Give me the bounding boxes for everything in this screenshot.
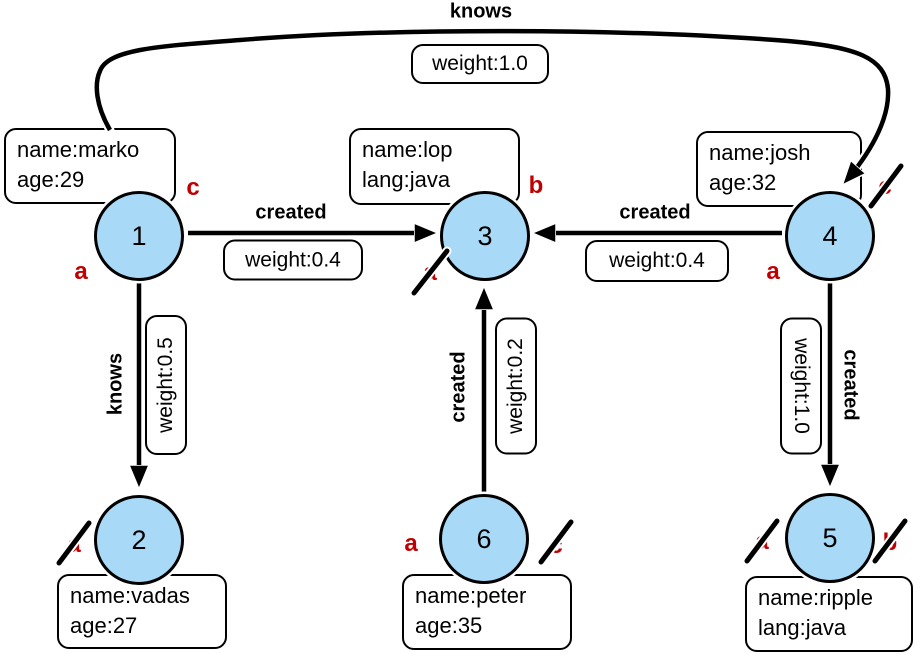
property-box-vertex-5: name:ripple lang:java bbox=[745, 576, 913, 652]
step-label-c-vertex-1: c bbox=[186, 174, 200, 201]
edge-weight-4-3: weight:0.4 bbox=[585, 240, 729, 282]
property-line: age:35 bbox=[415, 613, 483, 638]
property-line: name:lop bbox=[362, 137, 453, 162]
vertex-id: 6 bbox=[476, 523, 492, 554]
step-label-b-vertex-5: b bbox=[882, 529, 898, 556]
property-line: name:peter bbox=[415, 583, 527, 608]
vertex-id: 4 bbox=[822, 220, 838, 251]
property-line: name:josh bbox=[709, 140, 811, 165]
edge-weight-6-3: weight:0.2 bbox=[495, 317, 537, 455]
step-label-c-vertex-4: c bbox=[878, 173, 892, 200]
vertex-id: 3 bbox=[477, 220, 493, 251]
property-box-vertex-2: name:vadas age:27 bbox=[57, 574, 227, 649]
edge-label-knows-1-4: knows bbox=[449, 0, 513, 23]
step-label-b-vertex-3: b bbox=[528, 172, 544, 199]
step-label-a-vertex-4: a bbox=[766, 258, 780, 285]
property-box-vertex-6: name:peter age:35 bbox=[402, 574, 572, 650]
property-line: age:27 bbox=[70, 613, 138, 638]
edge-weight-1-4: weight:1.0 bbox=[411, 44, 549, 84]
vertex-id: 5 bbox=[822, 522, 838, 553]
vertex-6: 6 bbox=[439, 494, 529, 584]
edge-label-created-4-3: created bbox=[619, 201, 691, 224]
vertex-id: 1 bbox=[131, 220, 147, 251]
edge-label-created-6-3: created bbox=[447, 351, 470, 423]
edge-weight-4-5: weight:1.0 bbox=[780, 317, 822, 455]
property-line: age:29 bbox=[17, 167, 85, 192]
step-label-a-vertex-3: a bbox=[423, 259, 437, 286]
edge-label-created-1-3: created bbox=[255, 201, 327, 224]
property-line: lang:java bbox=[758, 615, 847, 640]
step-label-a-vertex-1: a bbox=[74, 258, 88, 285]
property-line: name:vadas bbox=[70, 583, 190, 608]
edge-weight-1-3: weight:0.4 bbox=[223, 239, 363, 281]
property-line: name:marko bbox=[17, 137, 140, 162]
edge-label-created-4-5: created bbox=[839, 349, 862, 421]
step-label-a-vertex-6: a bbox=[404, 530, 418, 557]
edge-weight-1-2: weight:0.5 bbox=[145, 315, 187, 455]
vertex-1: 1 bbox=[94, 191, 184, 281]
edge-label-knows-1-2: knows bbox=[104, 352, 127, 416]
vertex-id: 2 bbox=[131, 524, 147, 555]
vertex-2: 2 bbox=[94, 495, 184, 585]
step-label-a-vertex-5: a bbox=[755, 528, 769, 555]
vertex-5: 5 bbox=[785, 493, 875, 583]
vertex-4: 4 bbox=[785, 191, 875, 281]
property-line: name:ripple bbox=[758, 585, 873, 610]
step-label-c-vertex-6: c bbox=[549, 532, 563, 559]
step-label-a-vertex-2: a bbox=[67, 531, 81, 558]
vertex-3: 3 bbox=[440, 191, 530, 281]
